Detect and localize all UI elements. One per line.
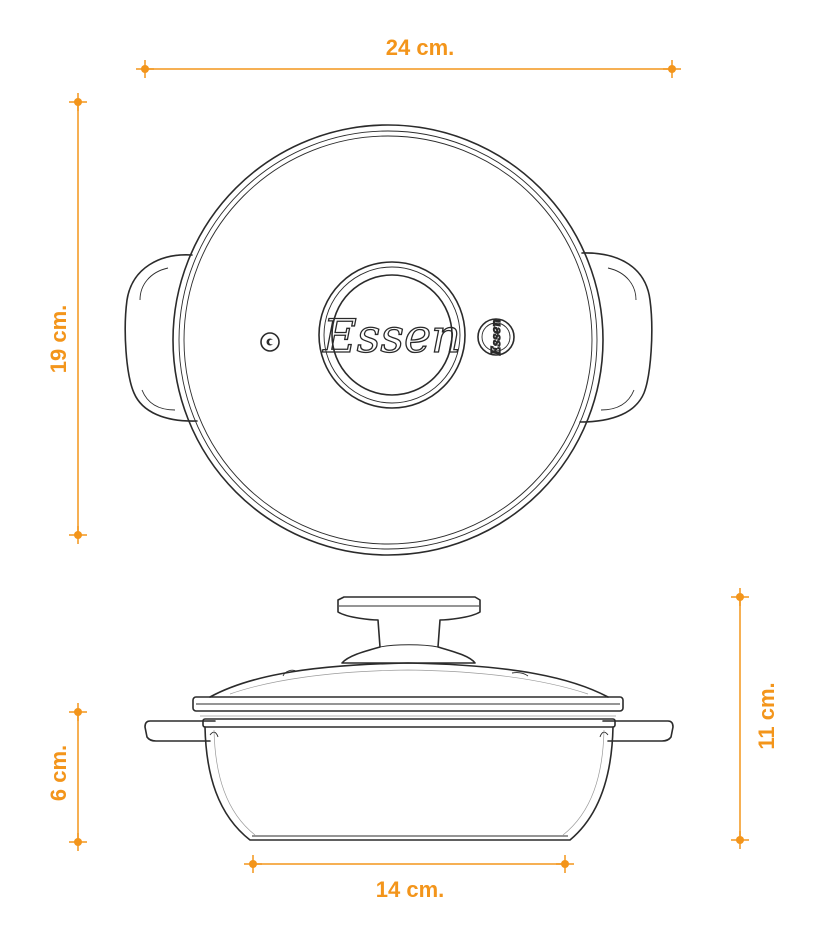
- left-handle: [124, 254, 198, 422]
- pot-rim-outline: [172, 124, 604, 556]
- lid-rim: [192, 696, 624, 717]
- dimension-base-width: 14 cm.: [244, 855, 574, 902]
- dimension-label-base-width: 14 cm.: [376, 877, 445, 902]
- right-handle: [579, 252, 653, 423]
- side-handle-right: [602, 720, 674, 742]
- lid-logo-text: Essen: [322, 309, 461, 363]
- brand-badge-icon: Essen: [477, 318, 515, 357]
- top-view: Essen Essen: [124, 124, 653, 556]
- side-handle-left: [144, 720, 216, 742]
- lid-edge: [183, 135, 593, 545]
- steam-vent-icon: [260, 332, 280, 352]
- lid-dome: [209, 662, 609, 698]
- dimension-label-top-width: 24 cm.: [386, 35, 455, 60]
- lid-knob-top: Essen: [318, 261, 466, 409]
- badge-logo-text: Essen: [489, 319, 503, 356]
- pot-rim: [202, 718, 616, 728]
- lid-knob-side: [337, 596, 481, 664]
- dimension-label-total-height: 11 cm.: [754, 682, 779, 749]
- dimension-top-width: 24 cm.: [136, 35, 681, 78]
- dimension-label-top-height: 19 cm.: [46, 305, 71, 374]
- dimension-top-height: 19 cm.: [46, 93, 87, 544]
- side-view: [144, 596, 674, 841]
- dimension-body-height: 6 cm.: [46, 703, 87, 851]
- dimension-total-height: 11 cm.: [731, 588, 779, 849]
- pot-body: [204, 726, 614, 841]
- dimension-label-body-height: 6 cm.: [46, 745, 71, 801]
